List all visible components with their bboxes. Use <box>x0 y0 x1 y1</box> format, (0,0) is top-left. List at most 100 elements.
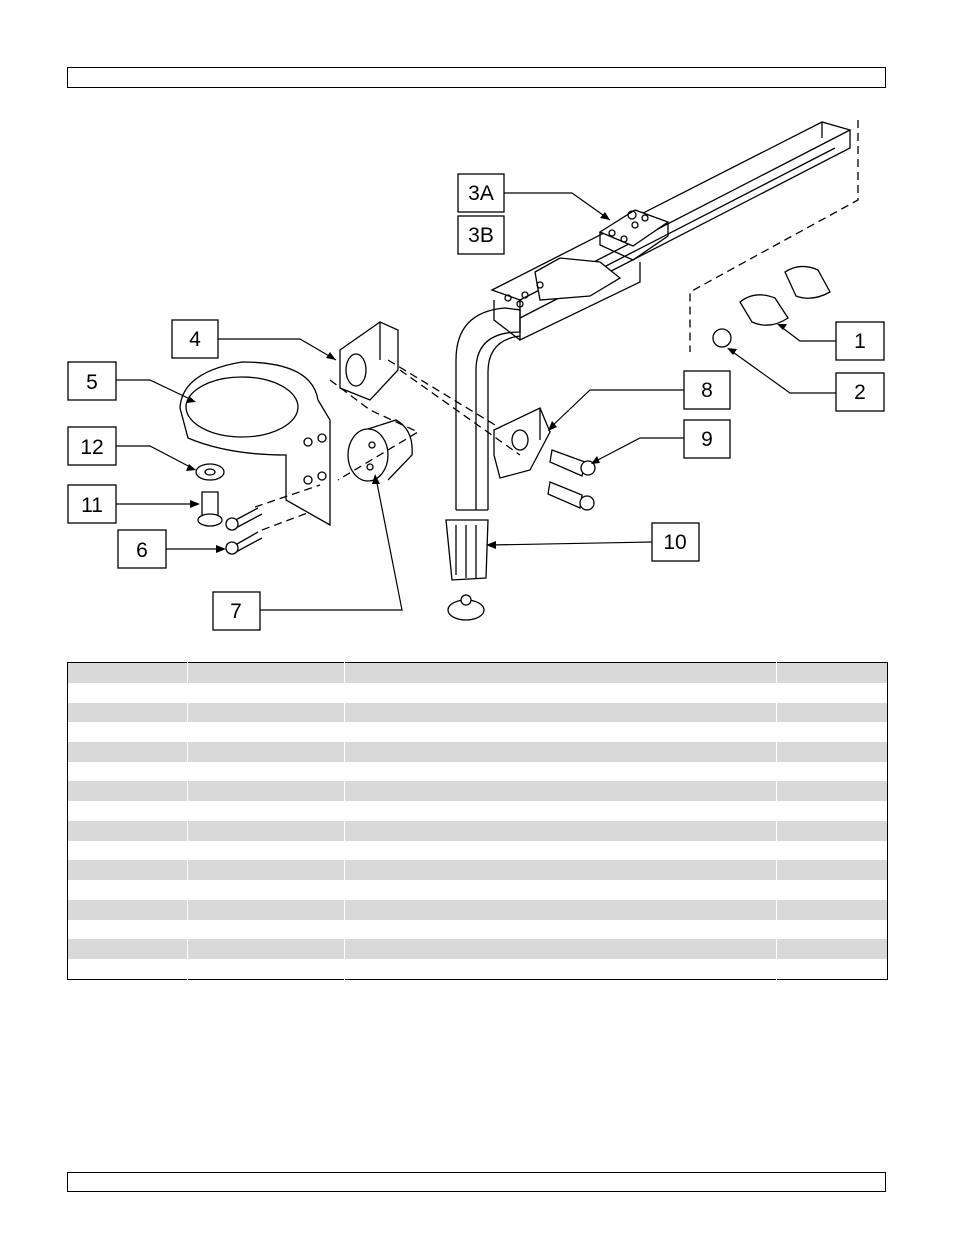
clamp-plate <box>504 209 670 308</box>
table-cell <box>776 840 888 861</box>
table-cell <box>776 781 888 802</box>
table-cell <box>67 662 188 683</box>
table-row <box>67 959 888 980</box>
table-cell <box>344 801 777 821</box>
table-cell <box>187 939 345 960</box>
callout-box-3a <box>457 173 505 213</box>
table-cell <box>776 880 888 900</box>
leader-arrowheads <box>186 212 787 553</box>
table-cell <box>344 662 777 683</box>
table-row <box>67 801 888 821</box>
table-cell <box>67 939 188 960</box>
table-row <box>67 840 888 861</box>
table-cell <box>187 880 345 900</box>
table-cell <box>67 899 188 920</box>
table-row <box>67 781 888 802</box>
callout-box-6 <box>117 529 167 569</box>
table-row <box>67 939 888 960</box>
table-cell <box>187 722 345 742</box>
table-cell <box>344 820 777 841</box>
table-cell <box>67 722 188 742</box>
table-row <box>67 702 888 723</box>
table-cell <box>67 702 188 723</box>
table-row <box>67 662 888 683</box>
hub-7 <box>347 419 413 482</box>
table-cell <box>776 761 888 782</box>
table-cell <box>776 662 888 683</box>
callout-label-4: 4 <box>189 328 201 351</box>
callout-label-10: 10 <box>663 531 686 554</box>
callout-label-7: 7 <box>230 600 242 623</box>
table-row <box>67 682 888 703</box>
table-cell <box>187 919 345 940</box>
table-row <box>67 919 888 940</box>
table-cell <box>776 919 888 940</box>
callout-label-3a: 3A <box>468 182 494 205</box>
table-cell <box>776 702 888 723</box>
table-cell <box>187 840 345 861</box>
table-row <box>67 880 888 900</box>
table-cell <box>344 682 777 703</box>
table-cell <box>344 860 777 881</box>
table-cell <box>344 899 777 920</box>
callout-boxes <box>67 173 885 631</box>
callout-box-12 <box>67 426 117 466</box>
table-cell <box>67 959 188 980</box>
table-row <box>67 899 888 920</box>
table-cell <box>344 840 777 861</box>
callout-label-5: 5 <box>86 371 98 394</box>
table-cell <box>187 761 345 782</box>
exploded-parts-diagram: 3A 3B 4 5 12 11 6 7 8 9 10 1 2 <box>67 120 885 631</box>
page-footer-bar <box>67 1172 886 1192</box>
table-cell <box>187 801 345 821</box>
table-cell <box>67 801 188 821</box>
table-cell <box>187 959 345 980</box>
parts-table-body <box>67 662 888 980</box>
callout-box-10 <box>651 522 700 562</box>
page-header-bar <box>67 67 886 88</box>
callout-label-6: 6 <box>136 539 148 562</box>
table-cell <box>67 880 188 900</box>
callout-label-3b: 3B <box>468 224 494 247</box>
assembly-lines <box>254 120 859 531</box>
table-cell <box>776 899 888 920</box>
callout-box-4 <box>171 319 219 359</box>
table-row <box>67 820 888 841</box>
table-cell <box>344 761 777 782</box>
callout-box-2 <box>835 372 885 412</box>
table-cell <box>344 722 777 742</box>
callout-box-9 <box>683 419 731 459</box>
table-cell <box>67 860 188 881</box>
table-cell <box>344 781 777 802</box>
callout-label-8: 8 <box>701 379 713 402</box>
table-cell <box>776 741 888 762</box>
table-cell <box>344 939 777 960</box>
table-cell <box>67 919 188 940</box>
table-row <box>67 722 888 742</box>
callout-box-11 <box>67 484 117 524</box>
table-row <box>67 761 888 782</box>
support-post <box>455 307 521 511</box>
callout-label-2: 2 <box>854 381 866 404</box>
callout-label-9: 9 <box>701 428 713 451</box>
callout-box-8 <box>683 370 731 410</box>
table-cell <box>67 781 188 802</box>
table-cell <box>67 761 188 782</box>
table-cell <box>344 880 777 900</box>
table-row <box>67 741 888 762</box>
table-cell <box>67 741 188 762</box>
table-cell <box>776 682 888 703</box>
table-cell <box>67 840 188 861</box>
fasteners <box>195 449 596 555</box>
parts-list-table <box>67 662 888 980</box>
table-cell <box>344 959 777 980</box>
table-cell <box>187 662 345 683</box>
callout-box-5 <box>67 361 117 401</box>
bushings <box>712 265 831 348</box>
table-cell <box>776 820 888 841</box>
callout-label-11: 11 <box>81 494 103 517</box>
table-cell <box>344 741 777 762</box>
bracket-8 <box>493 407 551 479</box>
table-cell <box>187 820 345 841</box>
table-cell <box>187 860 345 881</box>
